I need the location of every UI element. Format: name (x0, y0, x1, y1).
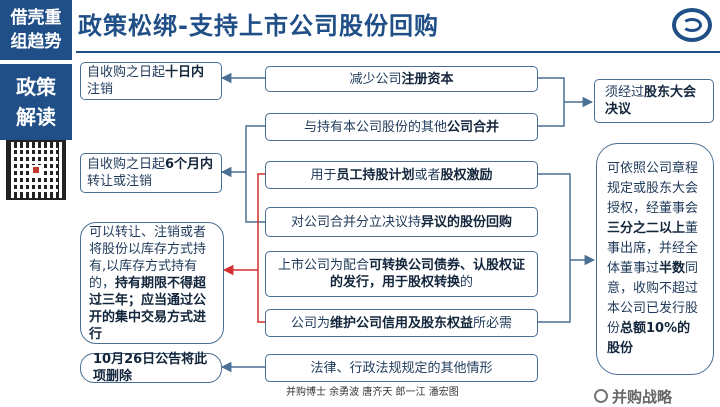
outcome-cancel-ten-days: 自收购之日起十日内注销 (80, 62, 222, 100)
purpose-reduce-capital: 减少公司注册资本 (265, 66, 538, 92)
bracket-three-years (257, 173, 265, 323)
footer-credits: 并购博士 余勇波 唐齐天 郎一江 潘宏图 (286, 387, 459, 398)
section-tag-line2: 解读 (16, 105, 56, 129)
qr-center-logo-icon (31, 165, 41, 175)
wechat-icon (594, 389, 608, 403)
swirl-logo-icon (672, 8, 712, 42)
page-title: 政策松绑-支持上市公司股份回购 (78, 12, 439, 40)
topic-tag-line1: 借壳重 (10, 8, 62, 28)
purpose-other-laws: 法律、行政法规规定的其他情形 (265, 354, 538, 382)
approval-board-resolution: 可依照公司章程规定或股东大会授权，经董事会三分之二以上董事出席，并经全体董事过半… (596, 143, 714, 375)
purpose-employee-incentive: 用于员工持股计划或者股权激励 (265, 161, 538, 189)
section-tag-line1: 政策 (16, 75, 56, 99)
bracket-board-resolution (538, 173, 571, 323)
topic-tag: 借壳重 组趋势 (0, 0, 72, 60)
outcome-deleted-notice: 10月26日公告将此项删除 (80, 352, 222, 384)
section-tag: 政策 解读 (0, 64, 72, 140)
purpose-dissent-buyback: 对公司合并分立决议持异议的股份回购 (265, 207, 538, 237)
swirl-logo-inner-icon (682, 18, 702, 32)
title-underline (76, 51, 720, 53)
bracket-shareholder-meeting (538, 77, 565, 127)
bracket-six-months (245, 125, 265, 223)
qr-code-icon (6, 140, 66, 200)
approval-shareholder-meeting: 须经过股东大会决议 (594, 79, 714, 123)
purpose-merger: 与持有本公司股份的其他公司合并 (265, 113, 538, 141)
purpose-convertible-bond: 上市公司为配合可转换公司债券、认股权证的发行，用于股权转换的 (265, 251, 538, 297)
watermark-label: 并购战略 (612, 388, 673, 406)
outcome-six-months: 自收购之日起6个月内转让或注销 (80, 153, 222, 193)
purpose-protect-credit: 公司为维护公司信用及股东权益所必需 (265, 309, 538, 337)
outcome-treasury-stock: 可以转让、注销或者将股份以库存方式持有,以库存方式持有的，持有期限不得超过三年；… (80, 222, 224, 344)
topic-tag-line2: 组趋势 (10, 32, 62, 52)
